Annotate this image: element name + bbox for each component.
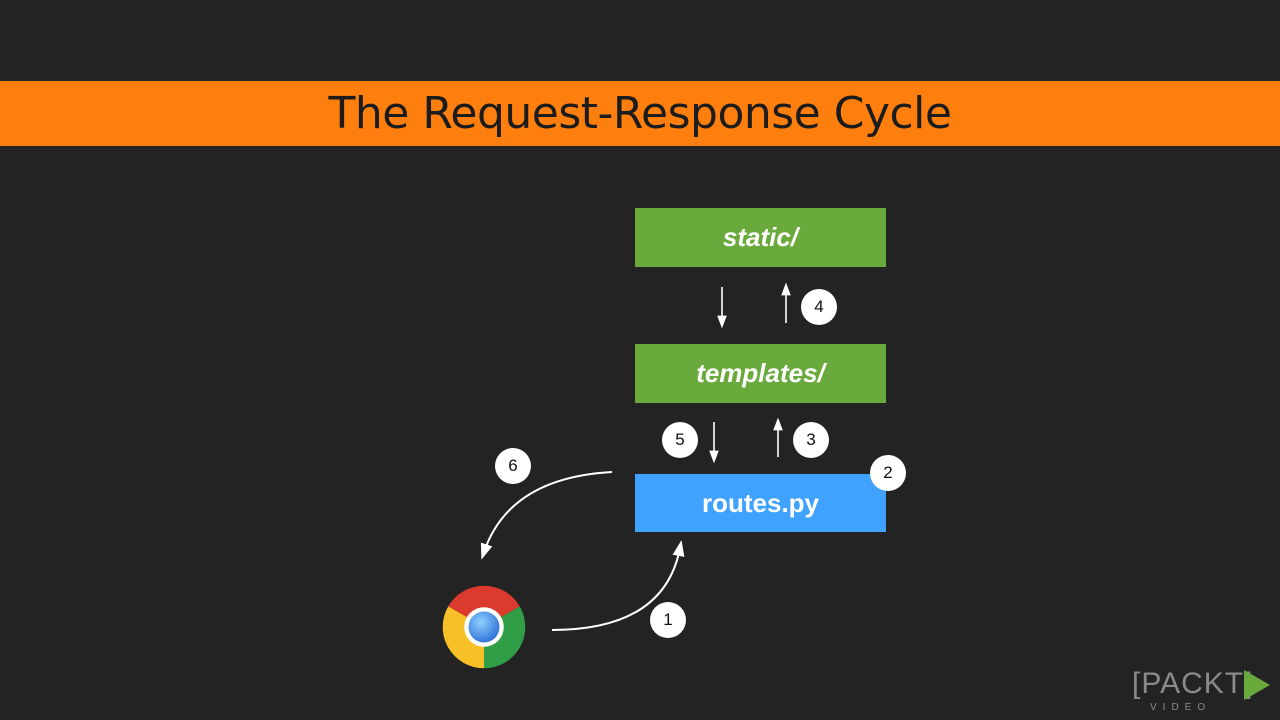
packt-play-icon [1244,670,1270,700]
static-box: static/ [635,208,886,267]
step-badge-6: 6 [495,448,531,484]
static-label: static/ [722,222,799,252]
step-badge-1: 1 [650,602,686,638]
chrome-browser-icon [442,585,526,669]
templates-label: templates/ [696,358,825,388]
arrow-browser-to-routes [551,540,685,631]
packt-logo: [PACKT] VIDEO [1132,666,1272,714]
step-badge-2: 2 [870,455,906,491]
step-badge-3: 3 [793,422,829,458]
title-bar: The Request-Response Cycle [0,81,1280,146]
packt-logo-text: [PACKT] [1132,667,1254,700]
routes-label: routes.py [701,487,820,518]
arrow-routes-to-browser [480,471,613,560]
routes-box: routes.py [635,474,886,532]
page-title: The Request-Response Cycle [328,88,952,139]
templates-box: templates/ [635,344,886,403]
step-badge-5: 5 [662,422,698,458]
step-badge-4: 4 [801,289,837,325]
packt-logo-subtext: VIDEO [1150,702,1212,713]
